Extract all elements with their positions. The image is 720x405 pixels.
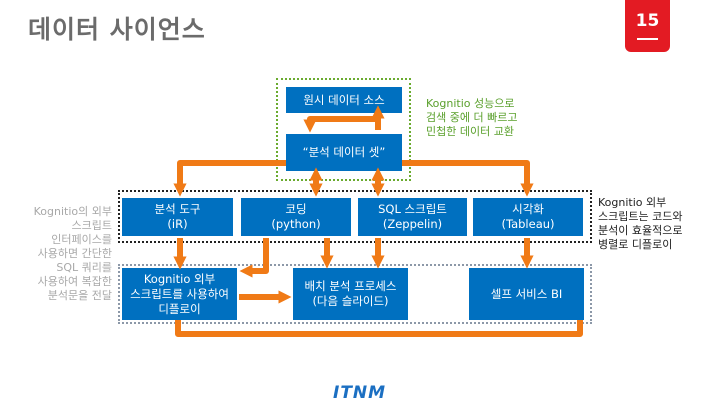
- raw-data-source-label: 원시 데이터 소스: [303, 92, 385, 107]
- right-note-line: Kognitio 외부: [598, 196, 667, 209]
- raw-to-dataset-arrow: [303, 115, 381, 133]
- self-service-bi-box: 셀프 서비스 BI: [469, 268, 584, 320]
- bottom-return-loop-arrow: [175, 320, 583, 337]
- green-note-line: Kognitio 성능으로: [426, 97, 515, 110]
- batch-process-label: 배치 분석 프로세스: [304, 279, 397, 293]
- coding-label: 코딩: [285, 202, 307, 216]
- itnm-logo: ITNM: [333, 383, 387, 403]
- kognitio-deploy-line1: Kognitio 외부: [143, 271, 216, 286]
- analysis-tool-label: 분석 도구: [154, 202, 201, 216]
- dataset-group-frame: [276, 78, 411, 181]
- batch-process-sub: (다음 슬라이드): [312, 294, 389, 308]
- page-number: 15: [635, 11, 660, 31]
- left-note-line: SQL 쿼리를: [56, 261, 112, 274]
- coding-sub: (python): [271, 217, 321, 231]
- left-note-line: 사용하여 복잡한: [37, 275, 112, 288]
- deploy-group-frame: [118, 264, 592, 324]
- left-note: Kognitio의 외부 스크립트 인터페이스를 사용하면 간단한 SQL 쿼리…: [34, 205, 112, 303]
- left-note-line: Kognitio의 외부: [33, 205, 112, 218]
- sql-script-label: SQL 스크립트: [378, 202, 447, 216]
- tools-group-frame: [118, 190, 592, 243]
- green-note: Kognitio 성능으로 검색 중에 더 빠르고 민첩한 데이터 교환: [426, 97, 517, 139]
- page-number-badge: 15: [625, 0, 670, 52]
- kognitio-deploy-box: Kognitio 외부 스크립트를 사용하여 디플로이: [122, 268, 237, 320]
- dataset-to-analysis-tool-arrow: [173, 160, 286, 197]
- left-note-line: 인터페이스를: [51, 233, 112, 246]
- right-note-line: 스크립트는 코드와: [598, 210, 683, 223]
- left-note-line: 스크립트: [71, 219, 112, 232]
- kognitio-deploy-line2: 스크립트를 사용하여: [130, 286, 229, 301]
- coding-to-kognitio-arrow: [239, 238, 269, 278]
- analysis-tool-box: 분석 도구 (iR): [122, 198, 233, 236]
- visualization-box: 시각화 (Tableau): [473, 198, 583, 236]
- visualization-sub: (Tableau): [501, 217, 555, 231]
- right-note-line: 분석이 효율적으로: [598, 224, 683, 237]
- visualization-label: 시각화: [512, 202, 544, 216]
- right-note-line: 병렬로 디플로이: [598, 238, 673, 251]
- batch-process-box: 배치 분석 프로세스 (다음 슬라이드): [293, 268, 408, 320]
- kognitio-deploy-line3: 디플로이: [158, 301, 201, 316]
- analysis-dataset-label: “분석 데이터 셋”: [302, 145, 386, 159]
- right-note: Kognitio 외부 스크립트는 코드와 분석이 효율적으로 병렬로 디플로이: [598, 196, 682, 252]
- left-note-line: 사용하면 간단한: [37, 247, 112, 260]
- dataset-to-visualization-arrow: [402, 160, 534, 197]
- coding-box: 코딩 (python): [241, 198, 351, 236]
- slide-title: 데이터 사이언스: [28, 15, 206, 44]
- self-service-bi-label: 셀프 서비스 BI: [490, 286, 563, 301]
- left-note-line: 분석문을 전달: [47, 289, 112, 302]
- analysis-dataset-box: “분석 데이터 셋”: [286, 134, 402, 171]
- sql-script-sub: (Zeppelin): [382, 217, 443, 231]
- green-note-line: 검색 중에 더 빠르고: [426, 111, 518, 124]
- page-number-underline: [637, 38, 658, 40]
- sql-script-box: SQL 스크립트 (Zeppelin): [358, 198, 467, 236]
- analysis-tool-sub: (iR): [167, 217, 188, 231]
- green-note-line: 민첩한 데이터 교환: [426, 125, 514, 138]
